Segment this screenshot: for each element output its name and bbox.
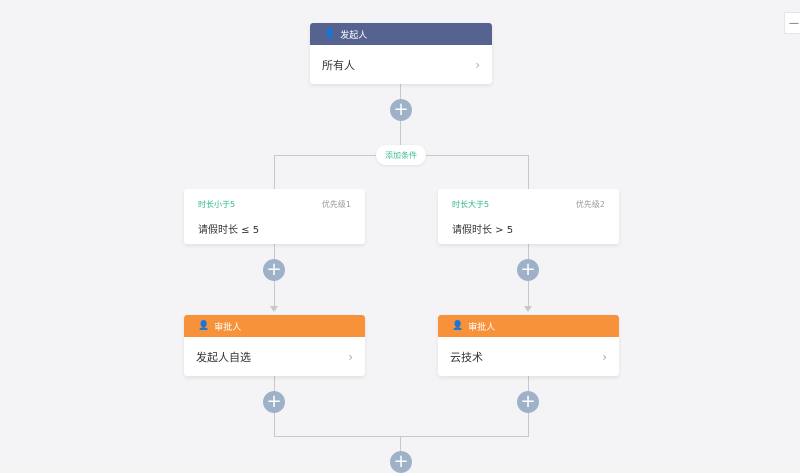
user-icon: 👤 — [198, 321, 210, 331]
condition-expression: 请假时长 > 5 — [452, 225, 514, 236]
arrow-down-icon — [524, 306, 532, 312]
condition-expression: 请假时长 ≤ 5 — [198, 225, 260, 236]
condition-card[interactable]: 时长大于5 优先级2 请假时长 > 5 — [438, 189, 619, 244]
add-node-button[interactable]: + — [263, 391, 285, 413]
approver-title: 审批人 — [214, 322, 242, 333]
add-node-button[interactable]: + — [517, 259, 539, 281]
connector — [274, 436, 529, 437]
condition-name: 时长大于5 — [452, 200, 490, 209]
condition-card[interactable]: 时长小于5 优先级1 请假时长 ≤ 5 — [184, 189, 365, 244]
add-node-button[interactable]: + — [390, 99, 412, 121]
connector — [274, 155, 275, 189]
approver-value: 发起人自选 — [196, 350, 251, 364]
add-node-button[interactable]: + — [390, 451, 412, 473]
add-node-button[interactable]: + — [517, 391, 539, 413]
zoom-out-button[interactable]: — — [784, 12, 800, 34]
start-node-card[interactable]: 👤 发起人 所有人 › — [310, 23, 492, 84]
user-icon: 👤 — [452, 321, 464, 331]
chevron-right-icon: › — [602, 349, 607, 364]
arrow-down-icon — [270, 306, 278, 312]
connector — [400, 436, 401, 460]
connector — [528, 155, 529, 189]
add-node-button[interactable]: + — [263, 259, 285, 281]
approver-value: 云技术 — [450, 350, 483, 364]
approver-title: 审批人 — [468, 322, 496, 333]
start-node-title: 发起人 — [340, 30, 368, 41]
start-node-value: 所有人 — [322, 58, 355, 72]
condition-priority: 优先级1 — [321, 200, 351, 209]
chevron-right-icon: › — [475, 57, 480, 72]
approver-card[interactable]: 👤 审批人 发起人自选 › — [184, 315, 365, 376]
chevron-right-icon: › — [348, 349, 353, 364]
user-icon: 👤 — [324, 29, 336, 39]
approver-card[interactable]: 👤 审批人 云技术 › — [438, 315, 619, 376]
condition-priority: 优先级2 — [575, 200, 605, 209]
add-condition-button[interactable]: 添加条件 — [376, 145, 426, 165]
condition-name: 时长小于5 — [198, 200, 236, 209]
